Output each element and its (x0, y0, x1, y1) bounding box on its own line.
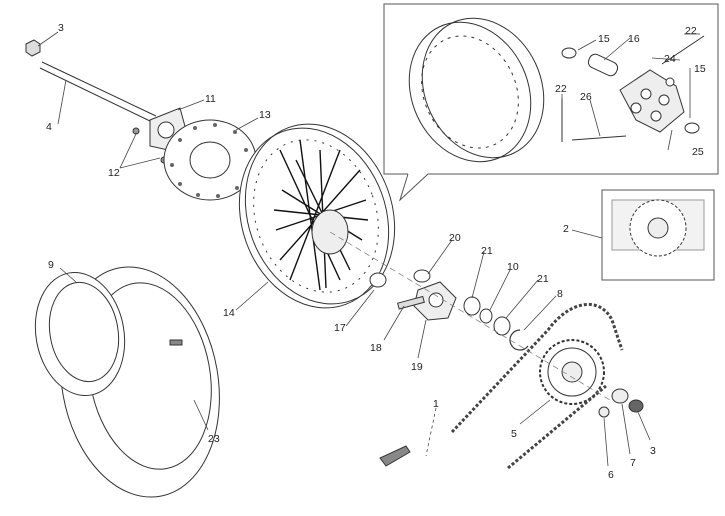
callout-9: 9 (48, 259, 54, 271)
spacer-15-top (561, 47, 577, 59)
callout-2: 2 (563, 223, 569, 235)
callout-10: 10 (507, 261, 519, 273)
callout-12: 12 (108, 167, 120, 179)
brake-disc (163, 119, 257, 201)
callout-4: 4 (46, 121, 52, 133)
sprocket-fasteners (598, 388, 644, 418)
leader-lines (37, 31, 700, 467)
callout-20: 20 (449, 232, 461, 244)
callout-1: 1 (433, 398, 439, 410)
spacer-17 (369, 272, 387, 288)
callout-26: 26 (580, 91, 592, 103)
callouts: 3 4 11 13 12 14 9 23 15 16 22 24 15 22 2… (46, 22, 706, 481)
reference-thumbnail (601, 189, 715, 281)
callout-11: 11 (205, 93, 216, 105)
callout-7: 7 (630, 457, 636, 469)
callout-23: 23 (208, 433, 220, 445)
spoked-wheel (238, 123, 396, 309)
callout-19: 19 (411, 361, 423, 373)
callout-22-left: 22 (555, 83, 567, 95)
callout-17: 17 (334, 322, 346, 334)
callout-6: 6 (608, 469, 614, 481)
pin-18 (397, 295, 425, 310)
callout-16: 16 (628, 33, 640, 45)
axle (25, 39, 157, 123)
callout-8: 8 (557, 288, 563, 300)
callout-3-top: 3 (58, 22, 64, 34)
assembly-axis (329, 231, 611, 401)
callout-21-a: 21 (481, 245, 493, 257)
callout-25: 25 (692, 146, 704, 158)
callout-22-top: 22 (685, 25, 697, 37)
callout-18: 18 (370, 342, 382, 354)
callout-15-top: 15 (598, 33, 610, 45)
inner-tube (34, 271, 183, 397)
callout-21-b: 21 (537, 273, 549, 285)
drive-chain (450, 303, 624, 470)
callout-13: 13 (259, 109, 271, 121)
sprocket-carrier (413, 269, 457, 321)
chain-link (379, 445, 411, 467)
rod-26 (571, 135, 627, 141)
callout-3-bottom: 3 (650, 445, 656, 457)
callout-14: 14 (223, 307, 235, 319)
inset-wheel-rim (408, 17, 545, 163)
rear-sprocket (539, 339, 605, 405)
inset-hub-parts (561, 35, 705, 142)
spacer-15-bottom (684, 122, 700, 134)
callout-24: 24 (664, 53, 676, 65)
bearings-and-rings (463, 296, 529, 351)
callout-5: 5 (511, 428, 517, 440)
callout-15-right: 15 (694, 63, 706, 75)
